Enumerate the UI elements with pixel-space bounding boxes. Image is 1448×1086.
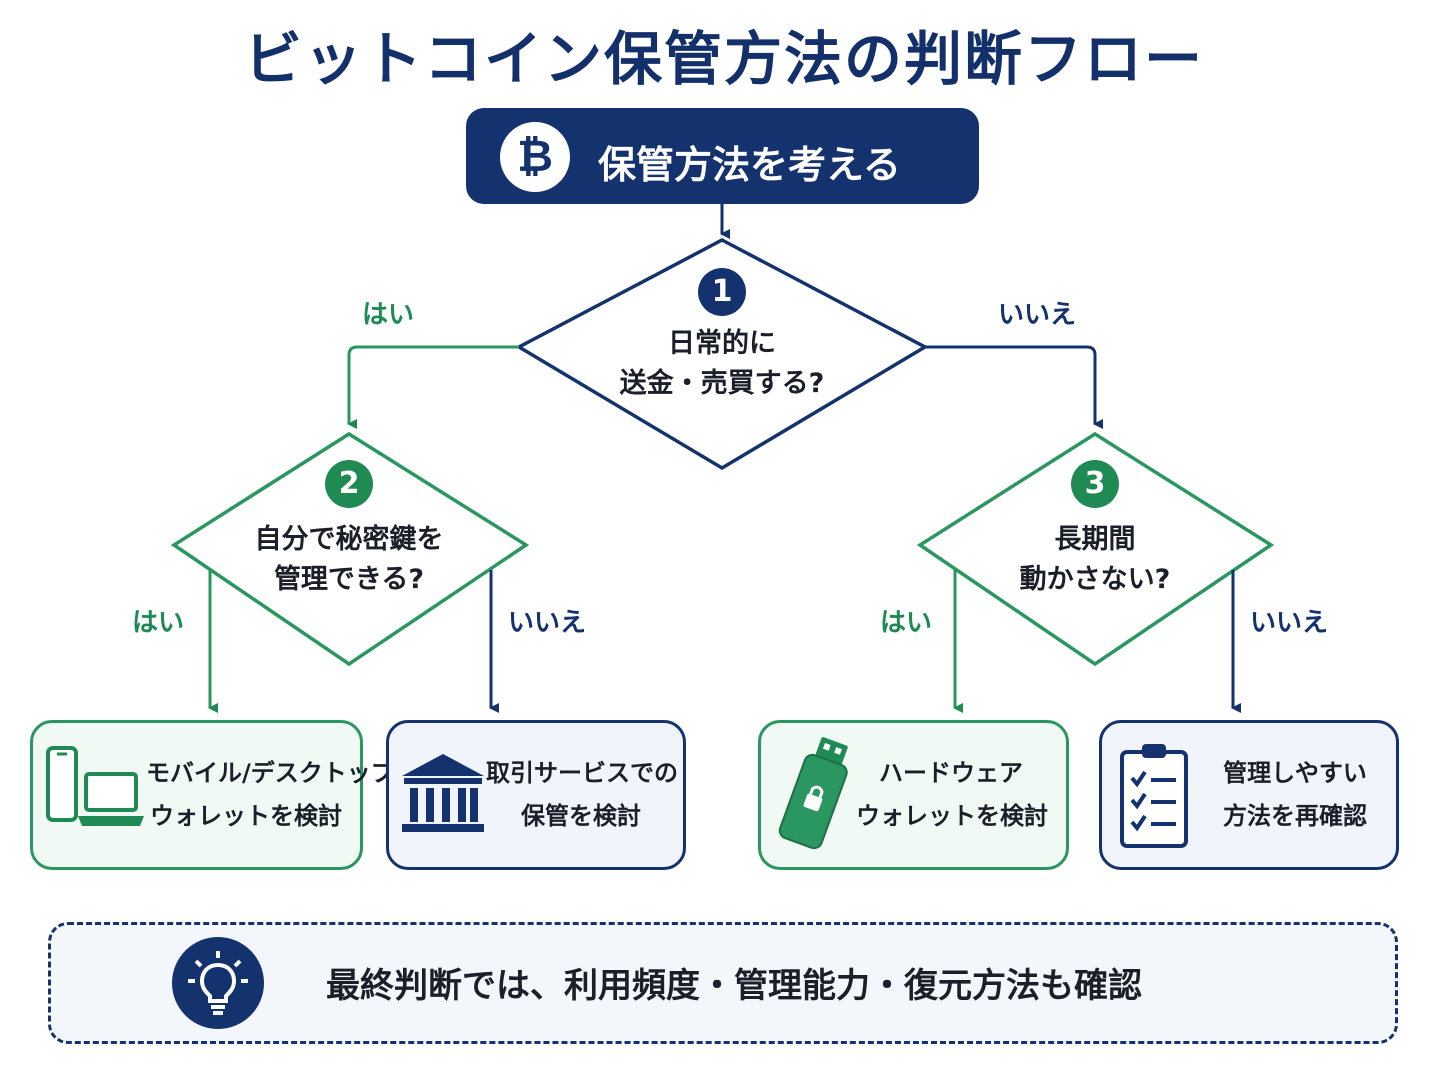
q2-no-label: いいえ — [508, 608, 587, 638]
connector-q1-no — [925, 345, 1103, 429]
result-1-line2: ウォレットを検討 — [150, 802, 342, 830]
bitcoin-icon: ₿ — [500, 122, 570, 192]
result-3-line1: ハードウェア — [879, 759, 1023, 787]
q3-no-label: いいえ — [1250, 608, 1329, 638]
result-2-text: 取引サービスでの 保管を検討 — [486, 752, 678, 838]
result-1-line1: モバイル/デスクトップ — [146, 759, 395, 787]
q2-yes-label: はい — [132, 608, 185, 638]
result-3-line2: ウォレットを検討 — [856, 802, 1048, 830]
decision-diamond-2 — [170, 431, 530, 667]
result-4-line1: 管理しやすい — [1223, 759, 1367, 787]
bank-icon — [402, 754, 484, 832]
q3-yes-label: はい — [880, 608, 933, 638]
result-2-line1: 取引サービスでの — [486, 759, 678, 787]
result-1-text: モバイル/デスクトップ ウォレットを検討 — [146, 752, 395, 838]
mobile-desktop-icon — [46, 746, 144, 826]
step-number-3: 3 — [1071, 460, 1119, 508]
decision-diamond-3 — [916, 431, 1275, 667]
page-title: ビットコイン保管方法の判断フロー — [243, 25, 1204, 93]
question-2-line2: 管理できる? — [273, 564, 425, 595]
question-1-text: 日常的に 送金・売買する? — [572, 324, 872, 404]
question-1-line2: 送金・売買する? — [619, 368, 825, 399]
question-3-line1: 長期間 — [1054, 524, 1136, 555]
result-2-line2: 保管を検討 — [521, 802, 641, 830]
question-2-text: 自分で秘密鍵を 管理できる? — [199, 520, 499, 600]
q1-yes-label: はい — [362, 300, 415, 330]
result-4-text: 管理しやすい 方法を再確認 — [1200, 752, 1390, 838]
question-1-line1: 日常的に — [668, 328, 776, 359]
connector-q1-yes — [347, 345, 519, 429]
checklist-clipboard-icon — [1120, 744, 1188, 848]
step-number-2: 2 — [325, 460, 373, 508]
question-2-line1: 自分で秘密鍵を — [254, 524, 444, 555]
result-3-text: ハードウェア ウォレットを検討 — [856, 752, 1048, 838]
final-note-text: 最終判断では、利用頻度・管理能力・復元方法も確認 — [326, 966, 1142, 1006]
result-4-line2: 方法を再確認 — [1223, 802, 1367, 830]
lightbulb-icon — [188, 951, 248, 1015]
step-number-1: 1 — [698, 268, 746, 316]
question-3-line2: 動かさない? — [1019, 564, 1171, 595]
question-3-text: 長期間 動かさない? — [945, 520, 1245, 600]
usb-hardware-wallet-icon — [778, 737, 848, 850]
result-exchange-service — [386, 720, 686, 870]
start-label: 保管方法を考える — [598, 143, 901, 187]
q1-no-label: いいえ — [998, 300, 1077, 330]
decision-diamond-1 — [515, 238, 929, 471]
final-note-box — [48, 922, 1398, 1044]
